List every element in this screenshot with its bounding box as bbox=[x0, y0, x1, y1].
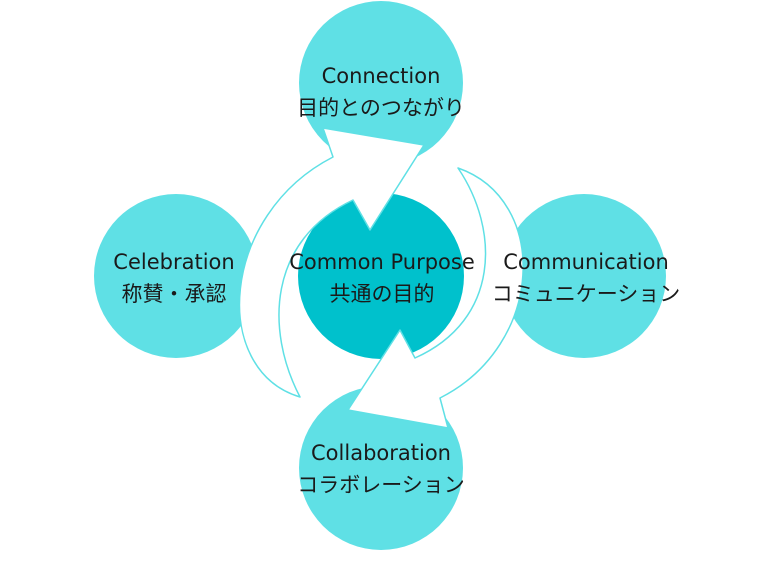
node-circle-right bbox=[502, 194, 666, 358]
center-ja: 共通の目的 bbox=[330, 282, 435, 306]
node-top-ja: 目的とのつながり bbox=[297, 96, 465, 120]
node-left-en: Celebration bbox=[113, 250, 234, 274]
node-bottom-en: Collaboration bbox=[311, 441, 451, 465]
node-circle-left bbox=[94, 194, 258, 358]
arrow-lower-right bbox=[347, 167, 524, 429]
node-right-en: Communication bbox=[503, 250, 669, 274]
node-right-ja: コミュニケーション bbox=[492, 282, 681, 306]
arrow-upper-left bbox=[238, 127, 425, 398]
node-top-en: Connection bbox=[322, 64, 441, 88]
node-circle-bottom bbox=[299, 386, 463, 550]
node-left-ja: 称賛・承認 bbox=[122, 282, 227, 306]
node-circle-top bbox=[299, 1, 463, 165]
center-circle bbox=[298, 193, 464, 359]
center-en: Common Purpose bbox=[289, 250, 475, 274]
node-bottom-ja: コラボレーション bbox=[297, 473, 465, 497]
